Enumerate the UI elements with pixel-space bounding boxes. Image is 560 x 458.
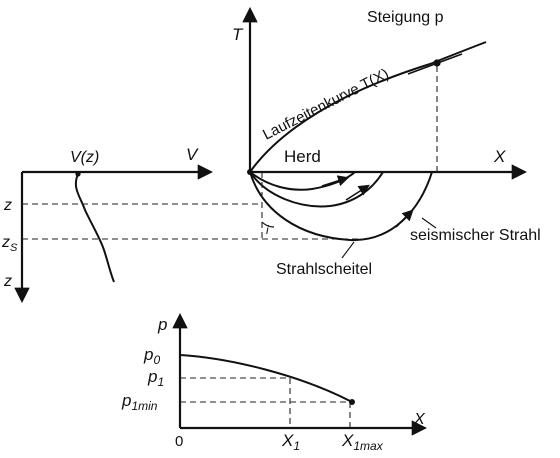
velocity-curve-top-dot <box>75 171 81 177</box>
depth-zs-label: zS <box>1 234 18 254</box>
ray-arrow-3 <box>395 209 414 228</box>
travel-time-curve-label: Laufzeitenkurve T(X) <box>260 65 392 143</box>
x-axis-top-label: X <box>493 147 506 166</box>
p-plot-panel: p X p0 p1 p1min 0 X1 X1max <box>121 312 428 453</box>
p-axis-label: p <box>157 315 167 334</box>
ray-label-leader <box>421 217 437 229</box>
ray-arrow-1 <box>321 175 350 187</box>
p-curve <box>179 354 353 403</box>
x1-label: X1 <box>281 431 300 453</box>
p1-label: p1 <box>147 367 164 389</box>
apex-label: Strahlscheitel <box>276 261 372 278</box>
slope-point <box>433 59 441 67</box>
angle-arc <box>261 221 275 228</box>
p0-label: p0 <box>143 345 160 367</box>
ray-path-2 <box>249 171 384 208</box>
x-axis-bottom-label: X <box>413 411 426 428</box>
v-axis-label: V <box>186 145 199 164</box>
depth-zs-subscript: S <box>10 242 18 254</box>
travel-time-curve <box>249 41 487 173</box>
angle-label: i <box>266 223 269 237</box>
p1min-point <box>349 399 355 405</box>
depth-z-label: z <box>3 197 12 214</box>
z-axis-label: z <box>3 273 12 290</box>
velocity-curve-label: V(z) <box>70 149 99 166</box>
velocity-profile-panel: V z V(z) z zS <box>1 145 358 304</box>
x1max-label: X1max <box>341 431 384 453</box>
x1max-subscript: 1max <box>353 439 383 453</box>
p1min-label: p1min <box>121 391 158 413</box>
x1-subscript: 1 <box>293 439 300 453</box>
travel-time-panel: T X Laufzeitenkurve T(X) Steigung p Herd… <box>232 6 541 278</box>
apex-label-leader <box>341 241 355 259</box>
ray-arrow-2 <box>345 184 370 201</box>
slope-label: Steigung p <box>367 9 444 26</box>
ray-label: seismischer Strahl <box>410 227 541 244</box>
origin-label: 0 <box>175 433 183 450</box>
velocity-curve <box>74 173 115 283</box>
p1-subscript: 1 <box>157 375 164 389</box>
source-label: Herd <box>284 147 321 166</box>
p1min-subscript: 1min <box>131 399 157 413</box>
t-axis-label: T <box>232 25 244 44</box>
ray-path-3 <box>249 171 433 242</box>
p0-subscript: 0 <box>153 353 160 367</box>
